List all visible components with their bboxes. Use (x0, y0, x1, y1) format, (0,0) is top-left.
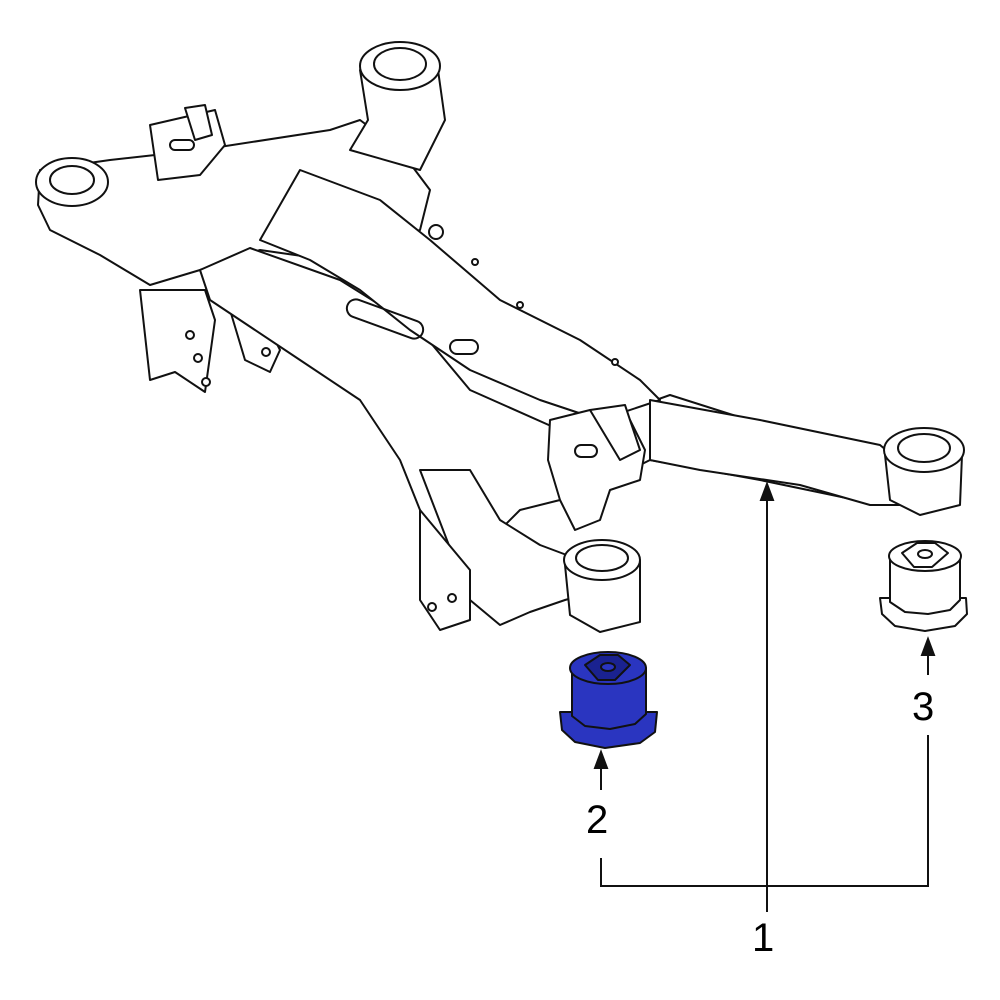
arrowhead-1 (759, 481, 775, 501)
callout-label-3: 3 (912, 685, 935, 729)
subframe-drawing (35, 41, 965, 633)
leader-lines (593, 481, 936, 912)
bushing-3-body (889, 555, 961, 615)
arrowhead-2 (593, 749, 609, 769)
right-arm (649, 399, 911, 506)
arrowhead-3 (920, 636, 936, 656)
bushing-part-2 (559, 651, 658, 749)
callout-label-2: 2 (586, 798, 609, 842)
bracket-connector (600, 735, 929, 887)
callout-label-1: 1 (752, 916, 775, 960)
bushing-part-3 (879, 540, 968, 632)
left-bracket (139, 289, 216, 393)
